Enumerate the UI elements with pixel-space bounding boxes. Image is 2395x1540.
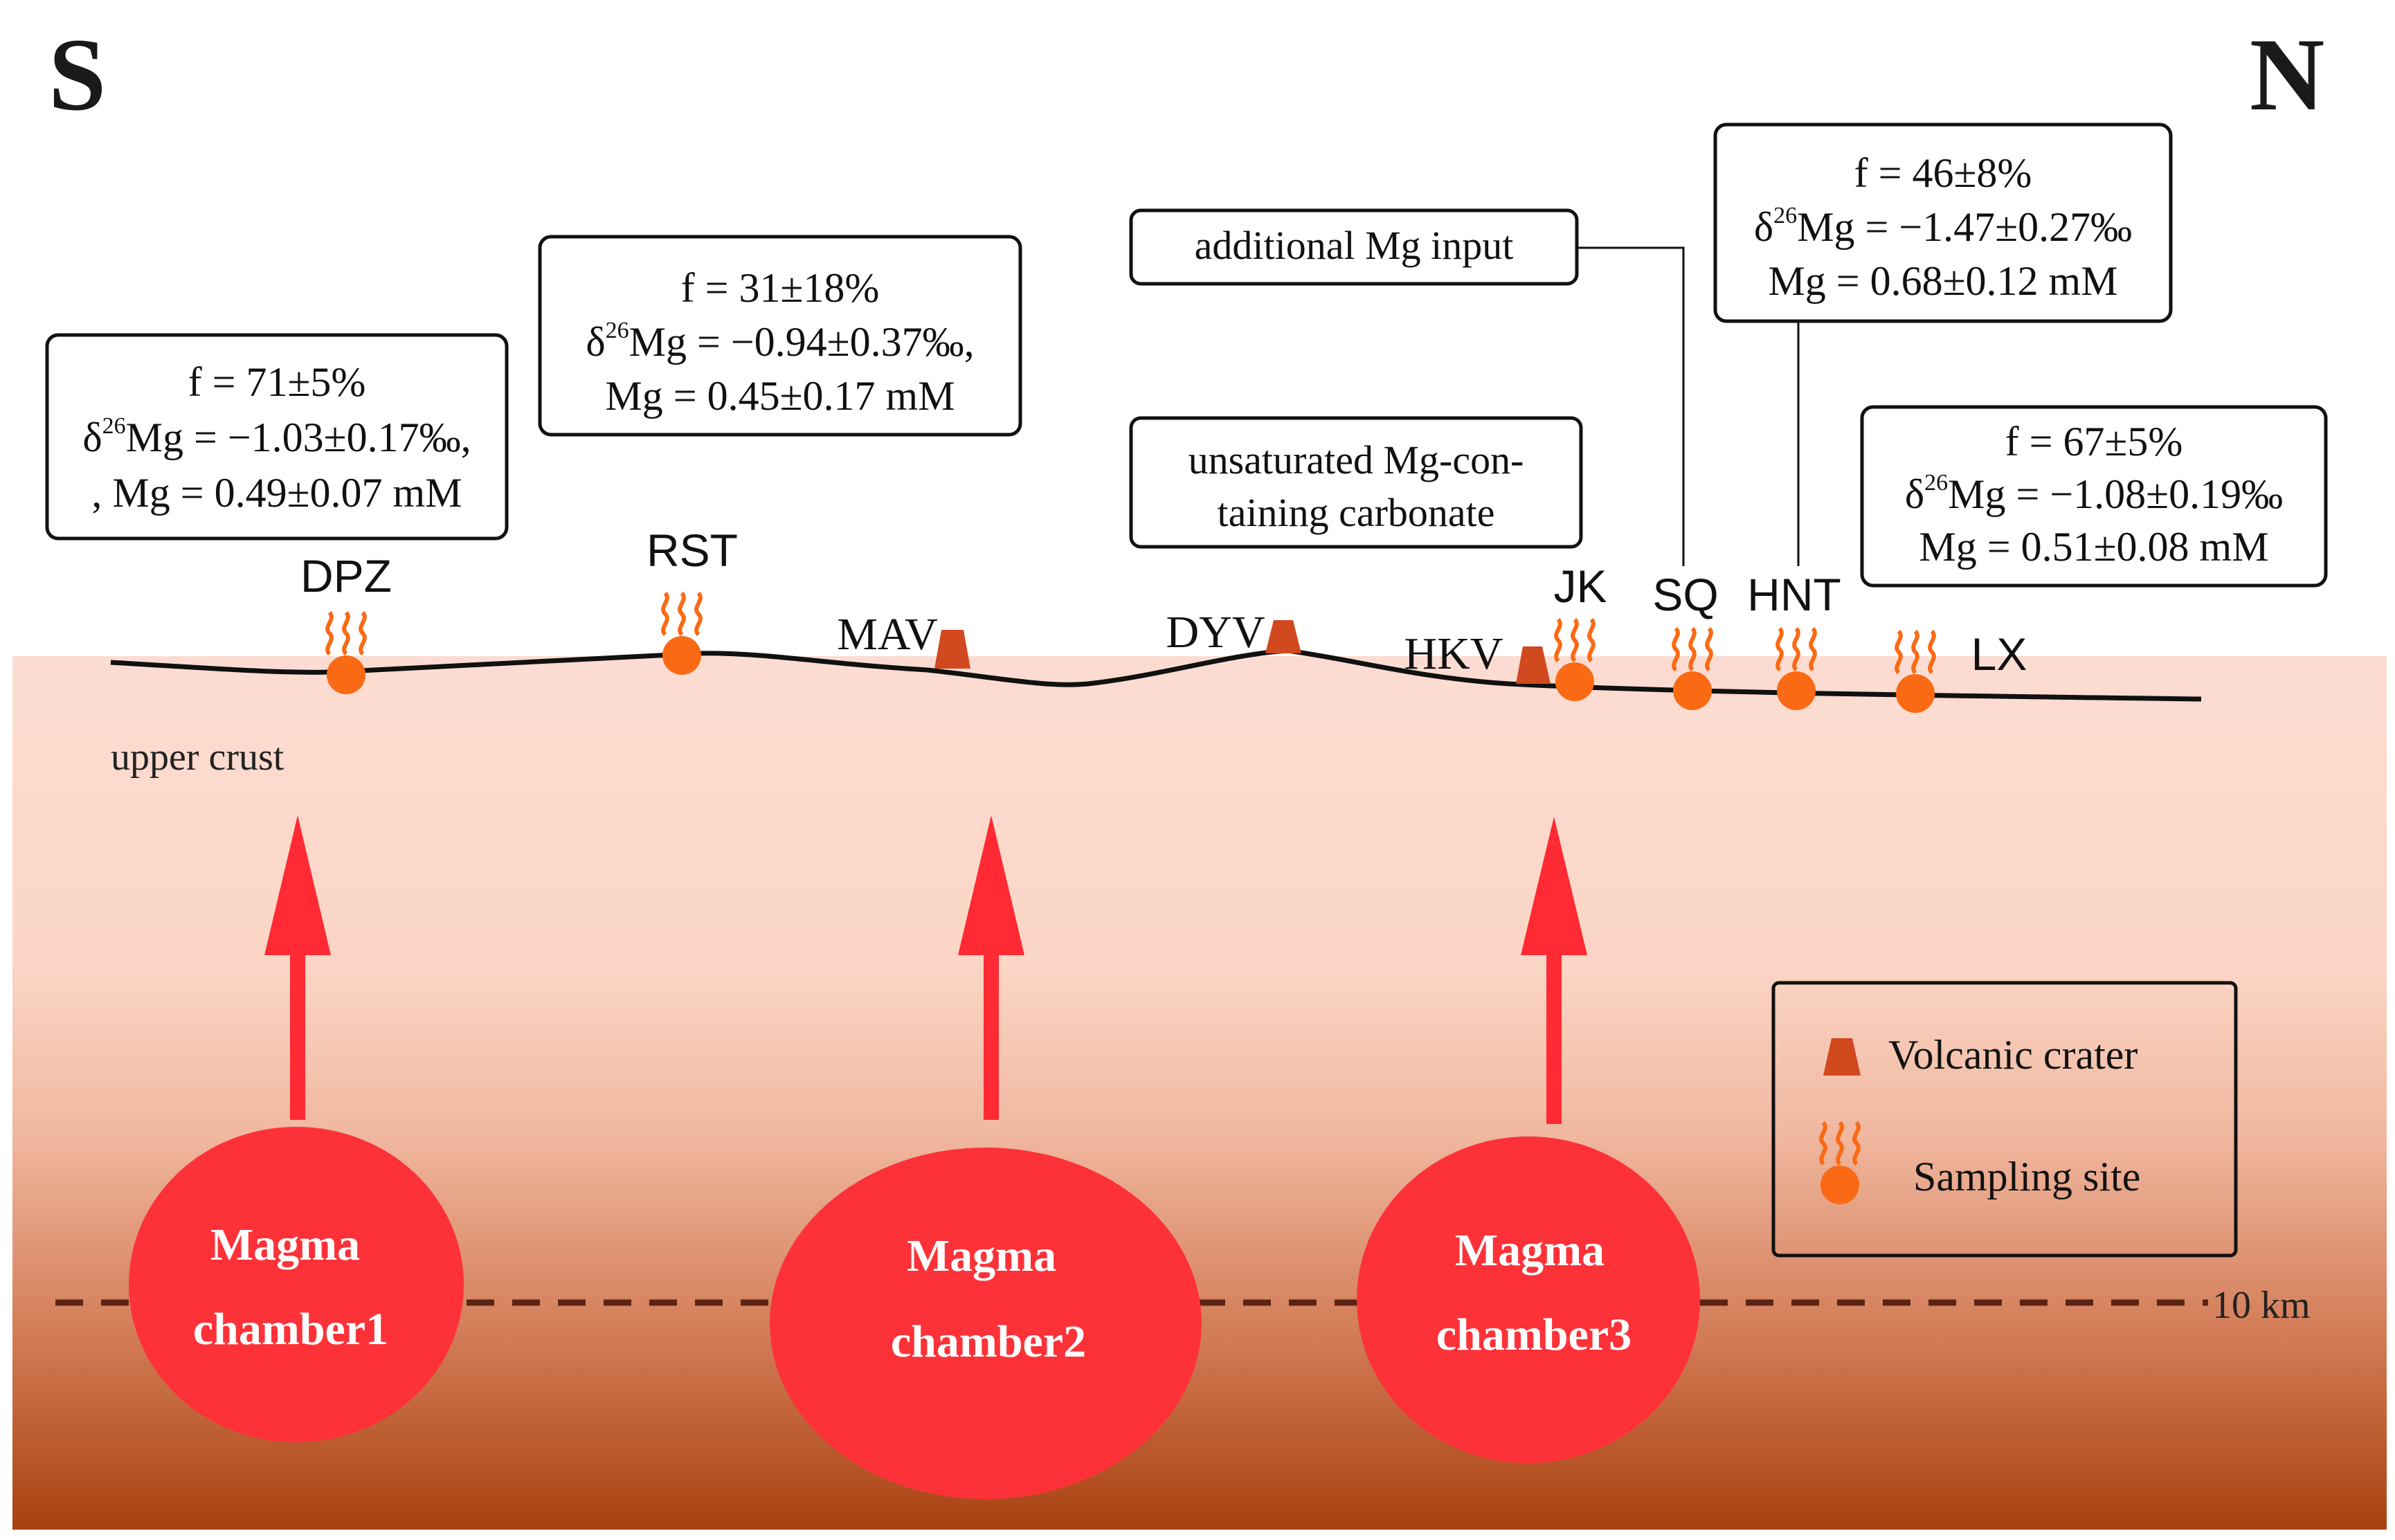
arrow-3 <box>1521 817 1587 1124</box>
upper-crust-label: upper crust <box>111 736 284 779</box>
callout-additional-mg: additional Mg input <box>1129 208 1800 566</box>
crater-hkv: HKV <box>1404 628 1551 684</box>
crater-mav: MAV <box>837 609 970 669</box>
site-lx-label: LX <box>1971 628 2027 680</box>
info-box-rst: f = 31±18% δ26Mg = −0.94±0.37‰, Mg = 0.4… <box>538 235 1022 437</box>
callout-unsaturated-line1: unsaturated Mg-con- <box>1189 437 1524 482</box>
legend-crater-icon <box>1823 1038 1861 1076</box>
info-box-lx: f = 67±5% δ26Mg = −1.08±0.19‰ Mg = 0.51±… <box>1860 405 2328 588</box>
north-label: N <box>2250 17 2324 132</box>
site-hnt-label: HNT <box>1747 569 1841 620</box>
callout-unsaturated-line2: taining carbonate <box>1218 490 1495 535</box>
arrow-1 <box>264 815 331 1120</box>
site-sq-label: SQ <box>1652 569 1718 620</box>
site-dpz: DPZ <box>300 550 392 694</box>
ground-surface-line <box>110 648 2202 702</box>
legend: Volcanic crater Sampling site <box>1771 981 2238 1258</box>
info-box-dpz-line1: f = 71±5% <box>188 359 366 405</box>
legend-site-label: Sampling site <box>1913 1154 2140 1199</box>
site-dpz-label: DPZ <box>300 550 392 601</box>
magma-chamber-2-line1: Magma <box>907 1231 1056 1281</box>
site-lx: LX <box>1896 628 2027 713</box>
legend-crater-label: Volcanic crater <box>1888 1032 2138 1078</box>
info-box-hnt: f = 46±8% δ26Mg = −1.47±0.27‰ Mg = 0.68±… <box>1713 123 2173 323</box>
info-box-hnt-line3: Mg = 0.68±0.12 mM <box>1768 258 2117 304</box>
magma-chamber-1-line1: Magma <box>210 1220 360 1270</box>
magma-chamber-2-line2: chamber2 <box>891 1316 1086 1367</box>
site-hnt: HNT <box>1747 569 1841 710</box>
arrow-2 <box>958 815 1024 1120</box>
site-rst-label: RST <box>647 525 738 576</box>
info-box-dpz-line2: δ26Mg = −1.03±0.17‰, <box>82 413 471 460</box>
info-box-rst-line1: f = 31±18% <box>681 265 880 311</box>
info-box-rst-line2: δ26Mg = −0.94±0.37‰, <box>586 318 974 365</box>
site-sq: SQ <box>1652 569 1719 710</box>
crater-dyv: DYV <box>1166 607 1301 658</box>
site-rst: RST <box>647 525 738 675</box>
info-box-lx-line1: f = 67±5% <box>2005 419 2183 464</box>
callout-unsaturated-carbonate: unsaturated Mg-con- taining carbonate <box>1129 416 1583 549</box>
depth-10km-label: 10 km <box>2212 1284 2311 1327</box>
magma-chamber-3-line2: chamber3 <box>1436 1310 1632 1360</box>
info-box-hnt-line2: δ26Mg = −1.47±0.27‰ <box>1754 203 2132 250</box>
info-box-lx-line2: δ26Mg = −1.08±0.19‰ <box>1905 470 2283 517</box>
magma-chamber-1: Magma chamber1 <box>129 1127 464 1442</box>
site-jk: JK <box>1553 561 1607 701</box>
info-box-dpz: f = 71±5% δ26Mg = −1.03±0.17‰, , Mg = 0.… <box>45 333 509 541</box>
magma-chamber-3: Magma chamber3 <box>1357 1136 1700 1463</box>
crater-hkv-icon <box>1516 646 1551 684</box>
callout-additional-mg-leader <box>1577 246 1685 566</box>
magma-chamber-3-line1: Magma <box>1455 1225 1605 1276</box>
info-box-dpz-line3: , Mg = 0.49±0.07 mM <box>91 470 462 516</box>
south-label: S <box>48 17 106 132</box>
info-box-lx-line3: Mg = 0.51±0.08 mM <box>1919 524 2268 570</box>
crater-mav-icon <box>934 630 970 669</box>
crater-dyv-icon <box>1265 620 1301 653</box>
crater-dyv-label: DYV <box>1166 607 1265 658</box>
site-jk-label: JK <box>1553 561 1607 612</box>
info-box-hnt-line1: f = 46±8% <box>1854 150 2032 196</box>
magma-chamber-2: Magma chamber2 <box>770 1148 1202 1499</box>
info-box-rst-line3: Mg = 0.45±0.17 mM <box>605 373 955 419</box>
magma-chamber-1-line2: chamber1 <box>193 1304 388 1355</box>
callout-additional-mg-text: additional Mg input <box>1195 223 1514 268</box>
crater-hkv-label: HKV <box>1404 628 1503 679</box>
crater-mav-label: MAV <box>837 609 938 660</box>
